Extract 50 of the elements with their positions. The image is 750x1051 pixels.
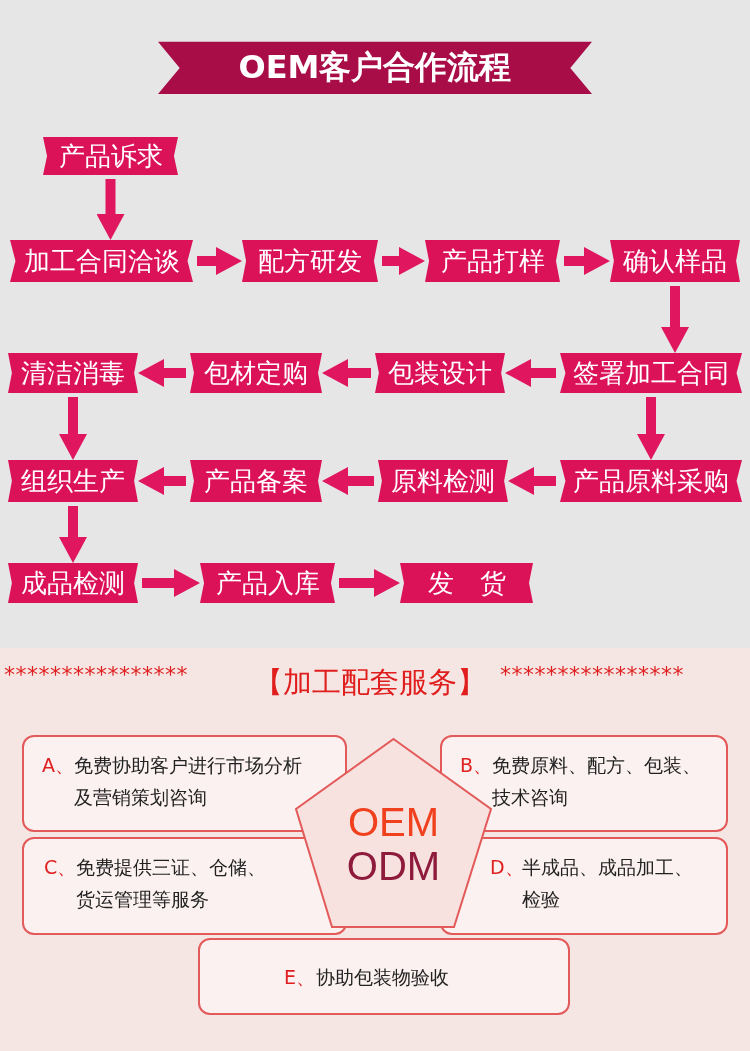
item-text: 协助包装物验收 bbox=[316, 965, 450, 990]
arrow bbox=[382, 247, 425, 275]
step-box: 包材定购 bbox=[190, 353, 322, 393]
arrow bbox=[138, 467, 186, 495]
service-card bbox=[22, 735, 347, 832]
arrow bbox=[59, 506, 87, 563]
arrow bbox=[322, 359, 371, 387]
asterisk-row: **************** bbox=[4, 662, 188, 687]
step-box: 产品备案 bbox=[190, 460, 322, 502]
arrow bbox=[96, 179, 125, 240]
step-box: 配方研发 bbox=[242, 240, 378, 282]
badge-text: OEM bbox=[346, 800, 441, 844]
item-letter: A、 bbox=[42, 753, 74, 778]
step-box: 产品打样 bbox=[425, 240, 560, 282]
step-box: 加工合同洽谈 bbox=[10, 240, 193, 282]
item-text: 免费原料、配方、包装、技术咨询 bbox=[492, 753, 702, 810]
service-card bbox=[440, 735, 728, 832]
arrow bbox=[505, 359, 556, 387]
item-text: 半成品、成品加工、检验 bbox=[522, 855, 694, 912]
item-text: 免费提供三证、仓储、货运管理等服务 bbox=[76, 855, 267, 912]
arrow bbox=[138, 359, 186, 387]
badge-text: ODM bbox=[345, 844, 442, 888]
arrow bbox=[197, 247, 242, 275]
arrow bbox=[142, 569, 200, 597]
step-box: 发 货 bbox=[400, 563, 533, 603]
arrow bbox=[322, 467, 374, 495]
section-heading: 【加工配套服务】 bbox=[254, 664, 486, 701]
step-box: 确认样品 bbox=[610, 240, 740, 282]
step-box: 产品诉求 bbox=[43, 137, 178, 175]
step-box: 组织生产 bbox=[8, 460, 138, 502]
arrow bbox=[59, 397, 87, 460]
arrow bbox=[637, 397, 665, 460]
asterisk-row: **************** bbox=[500, 662, 684, 687]
arrow bbox=[564, 247, 610, 275]
arrow bbox=[339, 569, 400, 597]
item-letter: C、 bbox=[44, 855, 77, 880]
step-box: 原料检测 bbox=[378, 460, 508, 502]
step-box: 清洁消毒 bbox=[8, 353, 138, 393]
step-box: 产品入库 bbox=[200, 563, 335, 603]
step-box: 产品原料采购 bbox=[560, 460, 742, 502]
service-card bbox=[440, 837, 728, 935]
step-box: 成品检测 bbox=[8, 563, 138, 603]
item-letter: E、 bbox=[284, 965, 315, 990]
step-box: 包装设计 bbox=[375, 353, 505, 393]
step-box: 签署加工合同 bbox=[560, 353, 742, 393]
item-letter: B、 bbox=[460, 753, 493, 778]
service-card bbox=[198, 938, 570, 1015]
item-text: 免费协助客户进行市场分析及营销策划咨询 bbox=[74, 753, 303, 810]
service-card bbox=[22, 837, 347, 935]
arrow bbox=[508, 467, 556, 495]
